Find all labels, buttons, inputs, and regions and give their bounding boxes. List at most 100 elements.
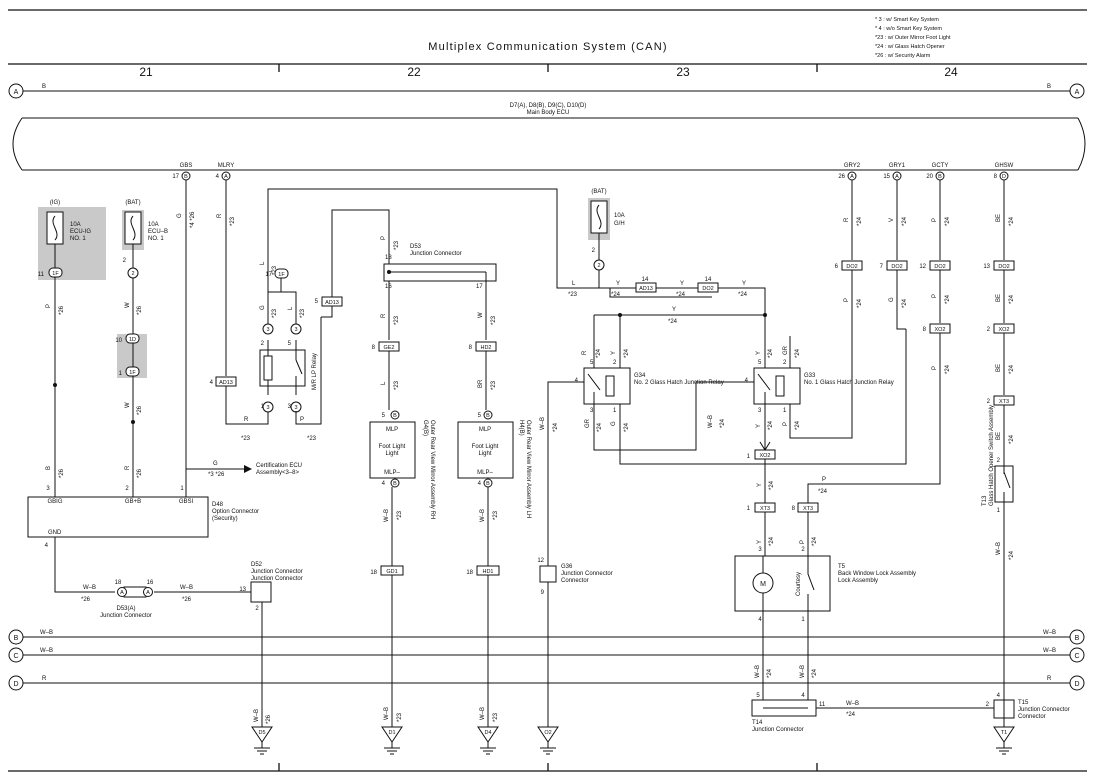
svg-text:8: 8 bbox=[372, 345, 376, 351]
wire-color: P bbox=[932, 218, 938, 222]
svg-text:1: 1 bbox=[119, 371, 123, 377]
wire-tag: *24 bbox=[812, 668, 818, 678]
in-line-connector: 12 DO2 bbox=[919, 260, 951, 271]
svg-text:11: 11 bbox=[38, 272, 45, 278]
svg-text:4: 4 bbox=[758, 617, 762, 623]
svg-text:R: R bbox=[42, 676, 47, 682]
in-line-connector: 2 XT3 bbox=[987, 395, 1015, 406]
svg-text:2: 2 bbox=[997, 458, 1001, 464]
wire-tag: *23 bbox=[397, 712, 403, 722]
svg-text:5: 5 bbox=[382, 413, 386, 419]
svg-text:GBS: GBS bbox=[180, 163, 193, 169]
wire-tag: *24 bbox=[902, 298, 908, 308]
wire-tag: *24 bbox=[624, 348, 630, 358]
svg-text:G33: G33 bbox=[804, 373, 816, 379]
mirror-rh: 5 B MLP Foot Light Light MLP– 4 B G4(B) … bbox=[369, 410, 435, 519]
ecu-terminal: GHSW 8 D bbox=[994, 163, 1014, 181]
svg-text:Courtesy: Courtesy bbox=[796, 572, 802, 596]
wire-color: R bbox=[125, 465, 131, 470]
svg-text:MLP–: MLP– bbox=[477, 470, 493, 476]
in-line-connector: 13 DO2 bbox=[983, 260, 1015, 271]
svg-text:3: 3 bbox=[590, 408, 594, 414]
svg-text:2: 2 bbox=[592, 248, 596, 254]
in-line-connector: 1 XT3 bbox=[747, 502, 776, 513]
wire-color: BR bbox=[478, 379, 484, 388]
footer-ticks bbox=[278, 763, 818, 771]
in-line-connector: 1 XO2 bbox=[747, 449, 776, 460]
wire-color: R bbox=[582, 350, 588, 355]
svg-text:12: 12 bbox=[537, 558, 544, 564]
wire-color: Y bbox=[611, 351, 617, 355]
wire-tag: *23 bbox=[493, 712, 499, 722]
junction-connector: 13 2 D52 Junction Connector Junction Con… bbox=[239, 562, 302, 612]
wire-color: W bbox=[125, 402, 131, 408]
in-line-connector: 2 XO2 bbox=[987, 323, 1015, 334]
svg-text:T5: T5 bbox=[838, 564, 846, 570]
svg-text:No. 1 Glass Hatch Junction Rel: No. 1 Glass Hatch Junction Relay bbox=[804, 380, 894, 386]
wire-tag: *23 bbox=[394, 380, 400, 390]
wire-color: W bbox=[125, 302, 131, 308]
svg-text:4: 4 bbox=[997, 693, 1001, 699]
svg-text:A: A bbox=[850, 174, 854, 180]
svg-text:DO2: DO2 bbox=[702, 286, 713, 292]
svg-text:2: 2 bbox=[987, 399, 991, 405]
wire-tag: *24 bbox=[1009, 294, 1015, 304]
svg-text:GRY1: GRY1 bbox=[889, 163, 906, 169]
svg-text:A: A bbox=[1075, 89, 1080, 96]
fuse-ecu-ig: (IG) 10A ECU-IG NO. 1 bbox=[46, 200, 91, 245]
svg-text:Option Connector: Option Connector bbox=[212, 509, 259, 515]
wire-color: W–B bbox=[800, 665, 806, 678]
wire-tag: *24 bbox=[768, 420, 774, 430]
svg-text:2: 2 bbox=[613, 360, 617, 366]
in-line-connector: 18 GD1 bbox=[370, 565, 404, 576]
svg-text:11: 11 bbox=[819, 702, 826, 708]
wire-color: W–B bbox=[384, 509, 390, 522]
wire-tag: *24 bbox=[676, 292, 686, 298]
svg-text:1: 1 bbox=[783, 408, 787, 414]
svg-text:W–B: W–B bbox=[40, 630, 53, 636]
wire-tag: *26 bbox=[59, 305, 65, 315]
svg-text:3: 3 bbox=[288, 404, 292, 410]
mirror-lh: 5 B MLP Foot Light Light MLP– 4 B H4(B) … bbox=[457, 410, 531, 518]
svg-text:10A: 10A bbox=[148, 222, 159, 228]
svg-text:3: 3 bbox=[294, 327, 297, 333]
svg-text:4: 4 bbox=[382, 481, 386, 487]
svg-text:B: B bbox=[1075, 635, 1080, 642]
wire-color: Y bbox=[616, 281, 620, 287]
wire-color: Y bbox=[757, 483, 763, 487]
wire-color: R bbox=[381, 313, 387, 318]
svg-text:D53(A): D53(A) bbox=[116, 606, 135, 612]
svg-text:A: A bbox=[224, 174, 228, 180]
svg-text:DO2: DO2 bbox=[891, 264, 902, 270]
wire-color: W–B bbox=[83, 585, 96, 591]
wire bbox=[619, 329, 907, 465]
svg-text:5: 5 bbox=[478, 413, 482, 419]
svg-text:2: 2 bbox=[123, 258, 127, 264]
splice bbox=[763, 313, 767, 317]
svg-text:6: 6 bbox=[835, 264, 839, 270]
svg-text:R: R bbox=[1047, 676, 1052, 682]
column-number: 21 bbox=[139, 65, 153, 79]
svg-text:D5: D5 bbox=[258, 730, 265, 736]
wire-tag: *23 bbox=[394, 315, 400, 325]
svg-text:T13: T13 bbox=[982, 495, 988, 506]
wire-tag: *23 bbox=[230, 216, 236, 226]
svg-text:9: 9 bbox=[541, 590, 545, 596]
svg-text:2: 2 bbox=[801, 547, 805, 553]
wire-tag: *24 bbox=[597, 422, 603, 432]
in-line-connector: 6 DO2 bbox=[835, 260, 863, 271]
svg-text:3: 3 bbox=[46, 486, 50, 492]
svg-text:W–B: W–B bbox=[1043, 648, 1056, 654]
wire-color: GR bbox=[585, 418, 591, 428]
svg-text:8: 8 bbox=[994, 174, 998, 180]
wire-tag: *26 bbox=[182, 597, 192, 603]
wire-color: P bbox=[932, 294, 938, 298]
wire-color: P bbox=[46, 304, 52, 308]
svg-text:D: D bbox=[1074, 681, 1079, 688]
wire-color: P bbox=[932, 366, 938, 370]
svg-text:1F: 1F bbox=[129, 370, 136, 376]
svg-text:AD13: AD13 bbox=[219, 380, 233, 386]
svg-text:3: 3 bbox=[758, 408, 762, 414]
wire-color: L bbox=[572, 281, 576, 287]
svg-text:(Security): (Security) bbox=[212, 516, 238, 522]
